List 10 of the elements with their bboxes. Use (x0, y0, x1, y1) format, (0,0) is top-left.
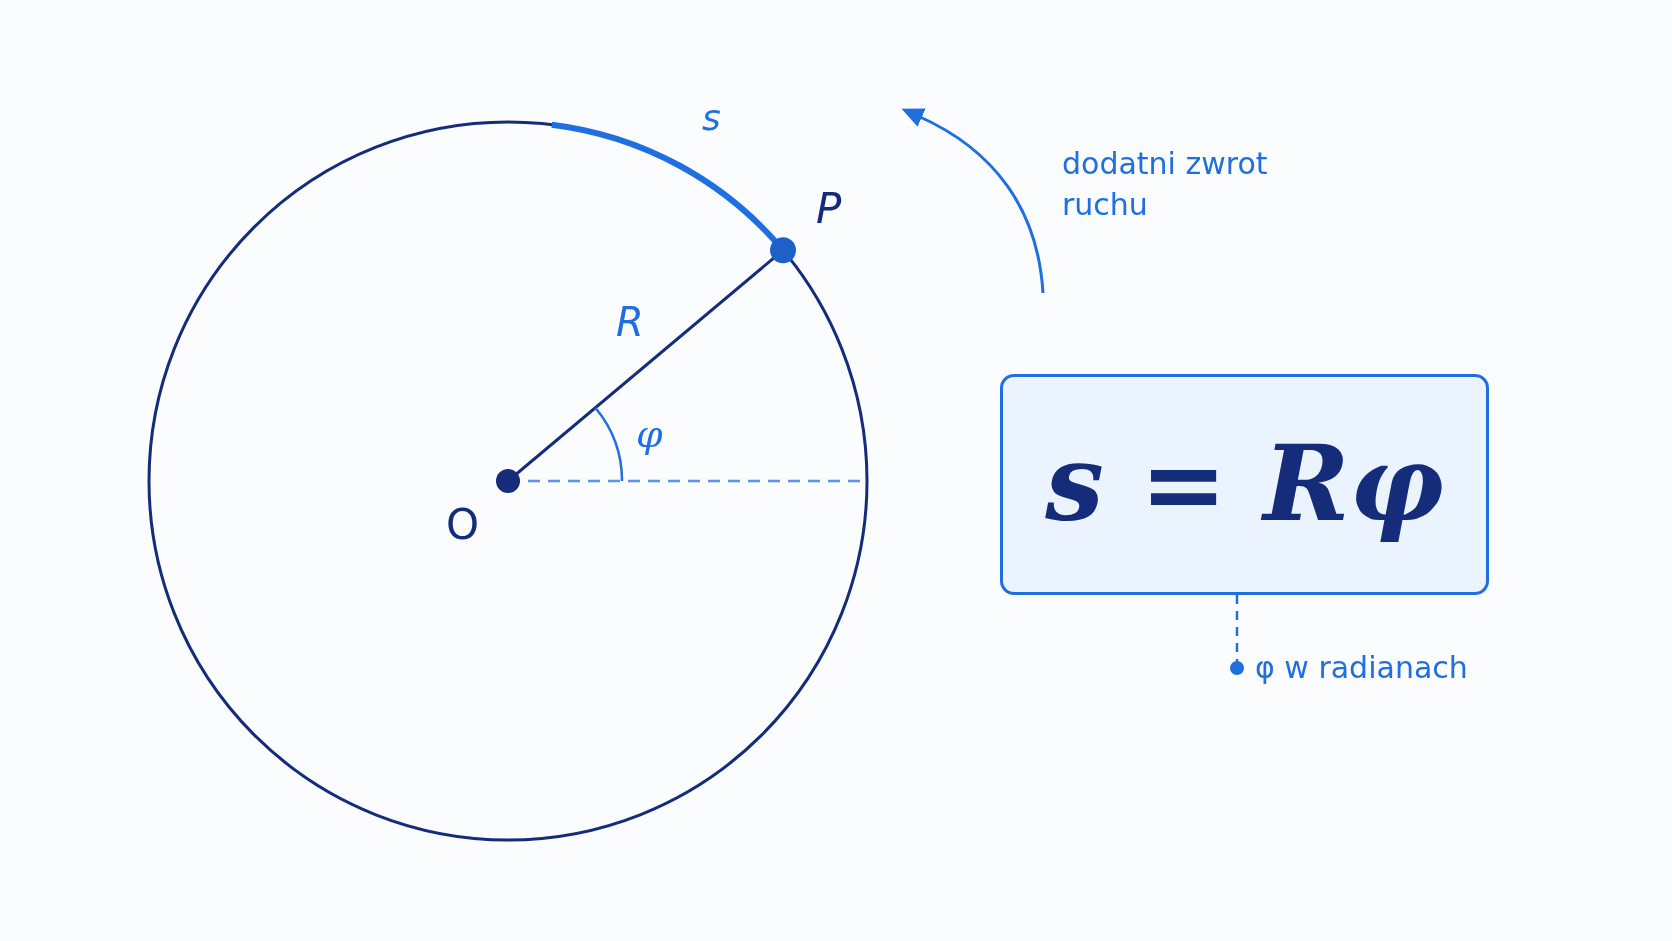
center-label: O (446, 500, 480, 551)
angle-label: φ (636, 412, 663, 458)
formula-text: s = Rφ (1045, 422, 1444, 547)
note-text: φ w radianach (1255, 650, 1468, 685)
point-label: P (816, 184, 842, 235)
arc-length-label: s (702, 96, 721, 140)
leader-line (1230, 595, 1244, 675)
direction-note: dodatni zwrot ruchu (1062, 145, 1269, 224)
formula-box (1000, 374, 1489, 595)
radius-label: R (616, 298, 644, 346)
